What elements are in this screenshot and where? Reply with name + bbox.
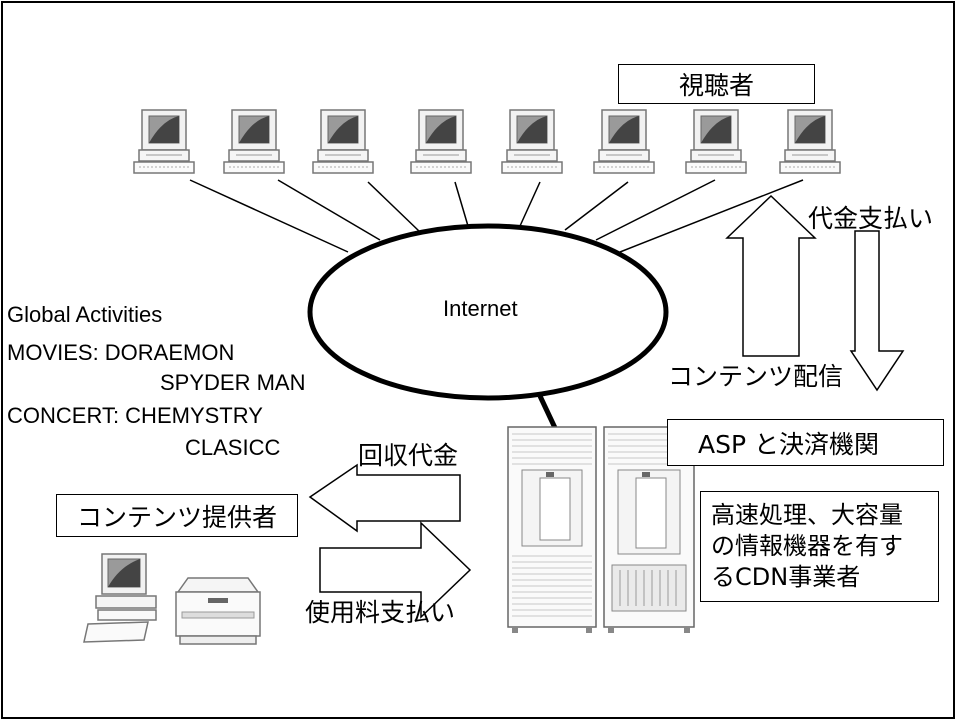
global-movies-2: SPYDER MAN [160,370,306,395]
global-concert-2: CLASICC [185,435,281,460]
printer-icon [175,577,261,645]
collected-arrow [308,463,461,533]
computer-terminal-icon [223,109,285,174]
server-rack-icon [507,426,695,633]
computer-terminal-icon [685,109,747,174]
delivery-arrow [725,194,817,357]
computer-terminal-icon [779,109,841,174]
asp-label: ASP と決済機関 [698,429,879,459]
viewers-box: 視聴者 [618,64,815,104]
cdn-line-2: の情報機器を有す [711,531,903,560]
internet-cloud [307,223,669,401]
cdn-box: 高速処理、大容量 の情報機器を有す るCDN事業者 [700,491,939,602]
cdn-line-1: 高速処理、大容量 [711,500,903,529]
computer-terminal-icon [410,109,472,174]
global-title: Global Activities [7,302,163,327]
collected-label: 回収代金 [358,441,459,470]
computer-terminal-icon [312,109,374,174]
viewers-label: 視聴者 [678,71,754,100]
usage-fee-arrow [319,521,472,619]
computer-terminal-icon [501,109,563,174]
payment-label: 代金支払い [808,204,934,233]
provider-label: コンテンツ提供者 [76,502,277,532]
global-concert: CONCERT: CHEMYSTRY [7,403,263,428]
provider-box: コンテンツ提供者 [56,494,298,537]
internet-label: Internet [443,296,518,321]
server-link [537,394,559,432]
desktop-computer-icon [83,553,157,643]
asp-box: ASP と決済機関 [667,419,944,466]
computer-terminal-icon [133,109,195,174]
cdn-line-3: るCDN事業者 [711,563,861,592]
network-links [189,179,804,253]
global-movies: MOVIES: DORAEMON [7,340,235,365]
payment-arrow [849,230,905,392]
usage-fee-label: 使用料支払い [305,598,456,627]
computer-terminal-icon [593,109,655,174]
delivery-label: コンテンツ配信 [668,362,844,391]
